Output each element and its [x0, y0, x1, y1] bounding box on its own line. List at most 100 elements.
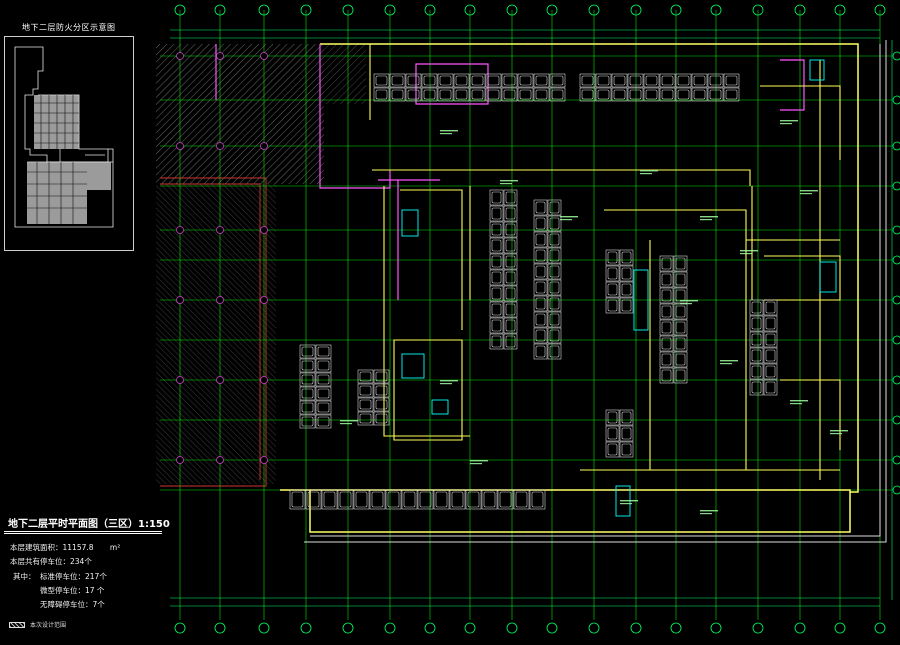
parking-stall — [533, 279, 548, 296]
drawing-title: 地下二层平时平面图（三区）1:150 — [8, 519, 170, 530]
parking-stall — [315, 358, 332, 373]
car-outline — [535, 265, 546, 278]
car-outline — [581, 89, 594, 100]
axis-bubble — [892, 255, 900, 265]
car-outline — [391, 75, 404, 86]
note-mark — [620, 500, 638, 502]
car-outline — [629, 89, 642, 100]
axis-bubble — [874, 4, 886, 16]
parking-stall — [659, 335, 674, 352]
note-mark — [800, 190, 818, 192]
car-outline — [375, 89, 388, 100]
car-outline — [751, 365, 762, 378]
parking-stall — [595, 73, 612, 88]
car-outline — [597, 89, 610, 100]
car-outline — [765, 349, 776, 362]
car-outline — [751, 333, 762, 346]
car-outline — [549, 281, 560, 294]
parking-stall — [619, 249, 634, 266]
axis-bubbles — [174, 4, 900, 634]
car-outline — [439, 89, 452, 100]
parking-stall — [373, 87, 390, 102]
parking-stall — [659, 351, 674, 368]
car-outline — [301, 402, 314, 413]
car-outline — [677, 89, 690, 100]
parking-stall — [659, 255, 674, 272]
car-outline — [487, 89, 500, 100]
axis-bubble — [794, 622, 806, 634]
axis-bubble — [174, 4, 186, 16]
parking-stall — [453, 73, 470, 88]
building-outline — [280, 43, 859, 533]
micro-stat: 微型停车位：17 个 — [40, 586, 104, 596]
interior-walls — [369, 44, 841, 480]
car-outline — [549, 201, 560, 214]
legend-text: 本次设计范围 — [30, 622, 67, 629]
car-outline — [505, 223, 516, 236]
car-outline — [323, 491, 336, 508]
note-mark — [700, 510, 718, 512]
car-outline — [505, 335, 516, 348]
car-outline — [407, 75, 420, 86]
parking-stall — [659, 87, 676, 102]
car-outline — [535, 201, 546, 214]
column — [216, 52, 224, 60]
parking-stall — [305, 489, 322, 510]
parking-stall — [369, 489, 386, 510]
axis-bubble — [892, 225, 900, 235]
column — [216, 296, 224, 304]
parking-stall — [749, 299, 764, 316]
column — [260, 376, 268, 384]
parking-stall — [595, 87, 612, 102]
parking-stall — [533, 73, 550, 88]
parking-stall — [673, 335, 688, 352]
car-outline — [491, 255, 502, 268]
car-outline — [491, 319, 502, 332]
car-outline — [535, 75, 548, 86]
area-value: 11157.8 — [62, 543, 94, 552]
axis-bubble — [588, 4, 600, 16]
car-outline — [661, 369, 672, 382]
axis-bubble — [546, 622, 558, 634]
note-mark — [720, 360, 738, 362]
car-outline — [765, 301, 776, 314]
axis-bubble — [214, 4, 226, 16]
car-outline — [549, 265, 560, 278]
axis-bubble — [258, 4, 270, 16]
parking-stall — [357, 369, 374, 384]
car-outline — [535, 249, 546, 262]
column — [216, 226, 224, 234]
parking-stall — [299, 344, 316, 359]
parking-stall — [503, 301, 518, 318]
axis-bubble — [670, 4, 682, 16]
car-outline — [607, 283, 618, 296]
parking-stall — [353, 489, 370, 510]
parking-stall — [707, 87, 724, 102]
axis-bubble — [834, 622, 846, 634]
parking-stall — [417, 489, 434, 510]
parking-stall — [357, 397, 374, 412]
parking-stall — [469, 73, 486, 88]
car-outline — [339, 491, 352, 508]
car-outline — [371, 491, 384, 508]
parking-stall — [489, 253, 504, 270]
parking-stall — [501, 73, 518, 88]
car-outline — [621, 443, 632, 456]
car-outline — [505, 191, 516, 204]
car-outline — [317, 346, 330, 357]
note-mark — [700, 219, 712, 221]
outer-white-line — [304, 40, 887, 543]
axis-bubble — [258, 622, 270, 634]
parking-stall — [503, 269, 518, 286]
axis-bubble — [464, 622, 476, 634]
parking-stall — [373, 383, 390, 398]
keyplan-title: 地下二层防火分区示意图 — [22, 23, 116, 32]
car-outline — [751, 381, 762, 394]
car-outline — [661, 353, 672, 366]
car-outline — [675, 353, 686, 366]
car-outline — [607, 411, 618, 424]
note-mark — [440, 383, 452, 385]
car-outline — [693, 75, 706, 86]
car-outline — [725, 75, 738, 86]
note-mark — [340, 420, 358, 422]
